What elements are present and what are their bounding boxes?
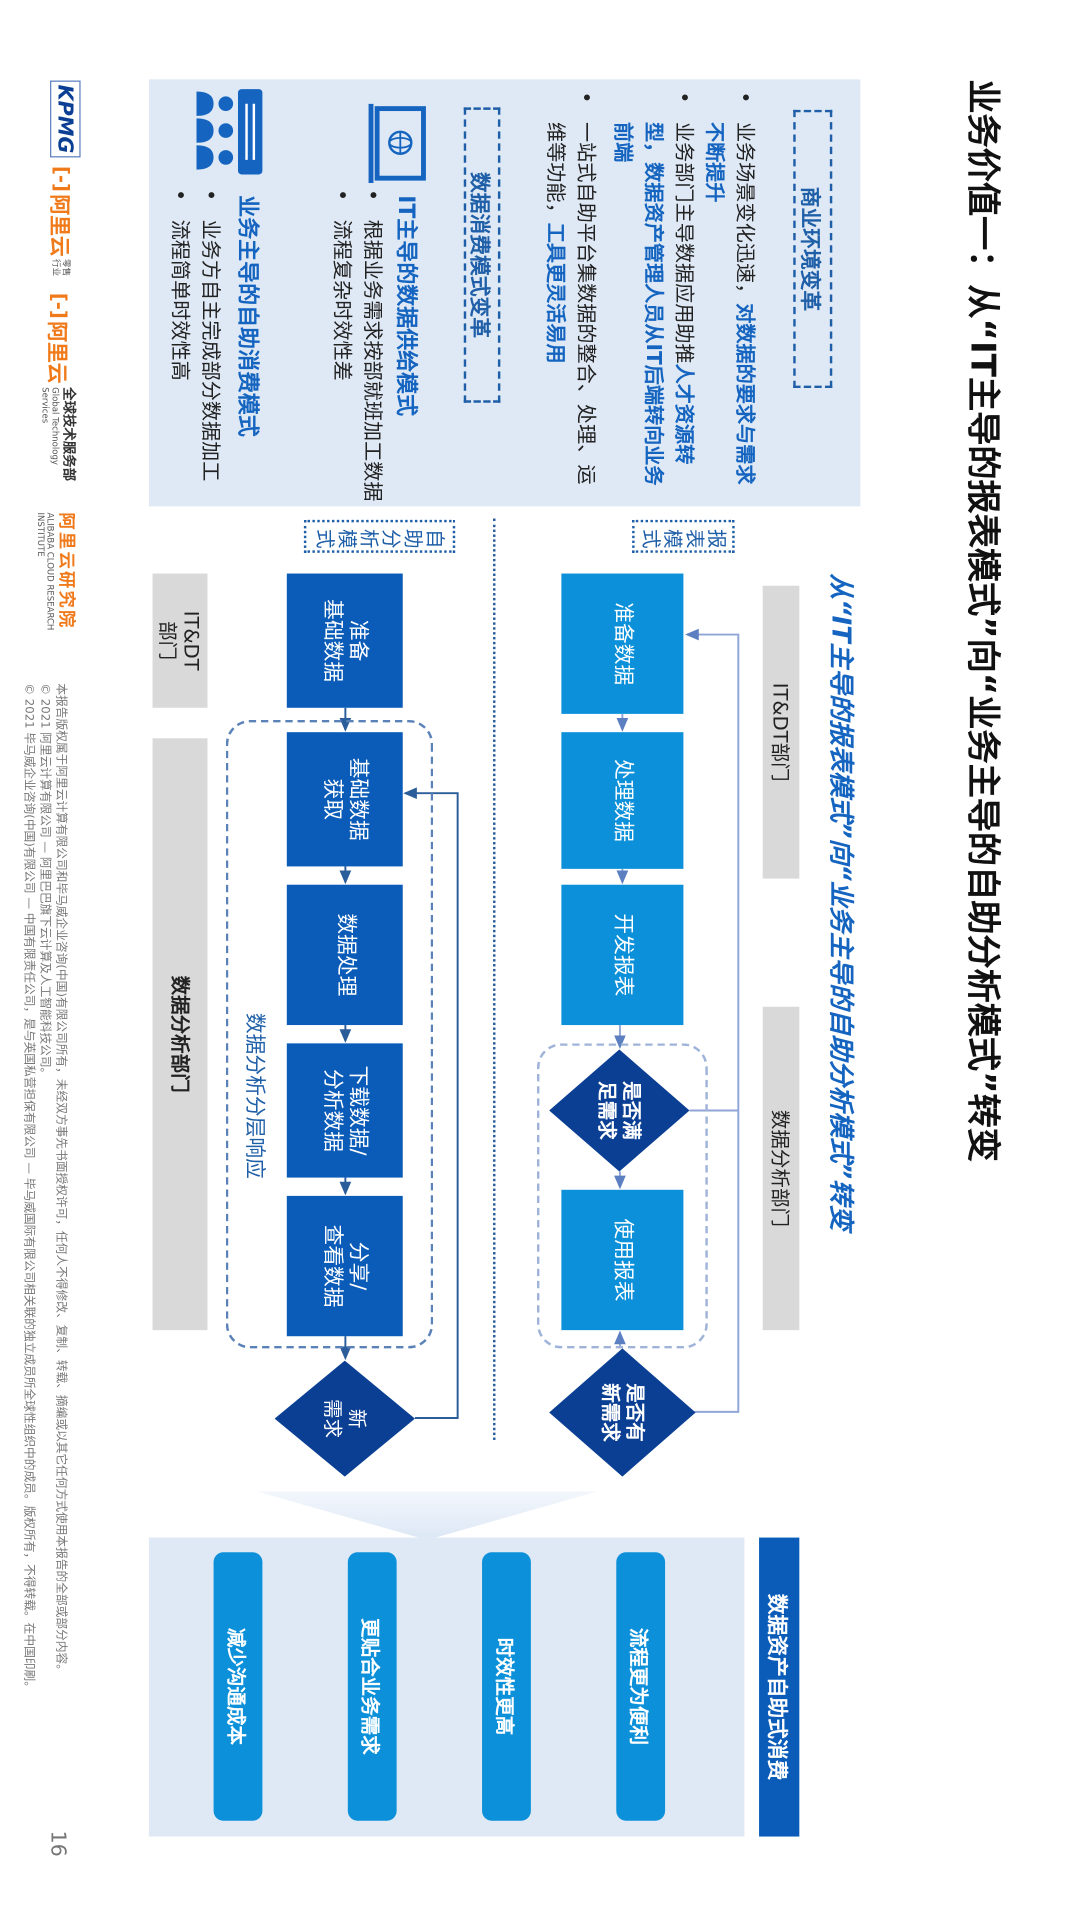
logo-text: 阿里云研究院 xyxy=(56,512,76,630)
lane-data-analysis: 数据分析部门 xyxy=(762,1006,800,1331)
logo-text: 阿里云 xyxy=(46,194,71,257)
step-use-report: 使用报表 xyxy=(561,1189,684,1331)
meeting-people-icon xyxy=(195,79,265,183)
step-prepare-base-data: 准备 基础数据 xyxy=(286,573,403,708)
logo-en: ALIBABA CLOUD RESEARCH INSTITUTE xyxy=(35,512,55,631)
arrow-to-benefits xyxy=(256,1491,598,1541)
self-loop-line xyxy=(403,787,459,1419)
kpmg-logo: KPMG xyxy=(50,80,81,158)
lane-it-dt: IT&DT部门 xyxy=(762,585,800,879)
logo-dept: 全球技术服务部 xyxy=(61,387,77,482)
aliyun-research-logo: 阿里云研究院 ALIBABA CLOUD RESEARCH INSTITUTE xyxy=(35,513,79,647)
footer-line: © 2021 毕马威企业咨询(中国)有限公司 — 中国有限责任公司，是与英国私营… xyxy=(21,683,36,1693)
step-data-processing: 数据处理 xyxy=(286,884,403,1026)
logo-text: 阿里云 xyxy=(44,321,69,384)
report-loop-line xyxy=(685,628,740,1413)
copyright-footer: 本报告版权属于阿里云计算有限公司和毕马威企业咨询(中国)有限公司所有，未经双方事… xyxy=(21,683,69,1693)
aliyun-mark-icon: [-] xyxy=(50,165,74,192)
footer-line: © 2021 阿里云计算有限公司 — 阿里巴巴旗下云计算及人工智能科技公司。 xyxy=(37,683,52,1080)
step-get-base-data: 基础数据 获取 xyxy=(286,732,403,867)
benefit-item: 更贴合业务需求 xyxy=(347,1552,397,1821)
decision-meets-needs: 是否满 足需求 xyxy=(549,1049,690,1172)
decision-label: 是否有 新需求 xyxy=(599,1383,647,1442)
aliyun-mark-icon: [-] xyxy=(48,292,72,319)
logo-en: Global Technology Services xyxy=(40,387,60,465)
layered-response-label: 数据分析分层响应 xyxy=(241,1012,267,1179)
benefit-item: 流程更为便利 xyxy=(616,1552,666,1821)
step-process-data: 处理数据 xyxy=(561,732,684,869)
decision-label: 是否满 足需求 xyxy=(596,1081,644,1140)
step-develop-report: 开发报表 xyxy=(561,884,684,1026)
decision-label: 新 需求 xyxy=(321,1399,370,1439)
decision-new-demand: 新 需求 xyxy=(274,1360,415,1477)
benefit-item: 时效性更高 xyxy=(482,1552,531,1821)
page-number: 16 xyxy=(45,1830,70,1857)
logo-tag: 零售行业 xyxy=(51,259,72,277)
lane-data-analysis: 数据分析部门 xyxy=(152,738,208,1331)
footer-line: 本报告版权属于阿里云计算有限公司和毕马威企业咨询(中国)有限公司所有，未经双方事… xyxy=(53,683,68,1676)
decision-new-needs: 是否有 新需求 xyxy=(549,1348,696,1477)
lane-it-dt: IT&DT 部门 xyxy=(152,573,208,708)
step-download-analyze: 下载数据/ 分析数据 xyxy=(286,1043,403,1178)
step-prepare-data: 准备数据 xyxy=(561,573,684,714)
benefits-heading: 数据资产自助式消费 xyxy=(759,1537,800,1837)
monitor-globe-icon xyxy=(366,103,427,184)
benefit-item: 减少沟通成本 xyxy=(213,1552,263,1821)
aliyun-industry-logo: [-]阿里云零售行业 xyxy=(46,166,77,283)
step-share-view: 分享/ 查看数据 xyxy=(286,1195,403,1337)
